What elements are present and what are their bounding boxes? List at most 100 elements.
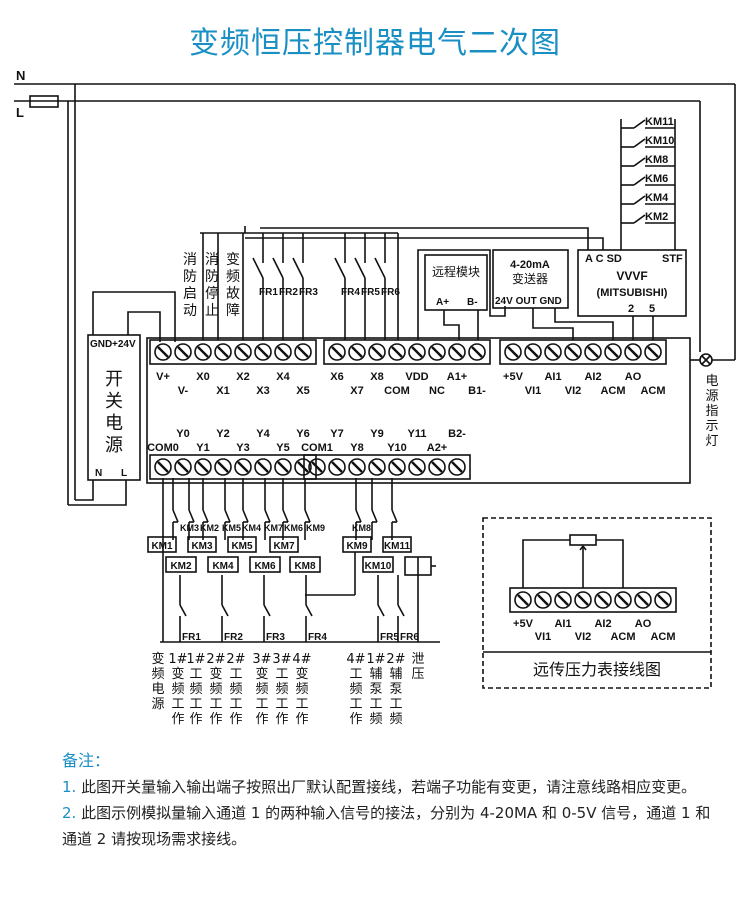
screw-slot	[257, 461, 269, 473]
screw-terminal	[448, 343, 466, 361]
label-char: 1#	[168, 652, 187, 667]
screw-slot	[237, 346, 249, 358]
screw-terminal	[554, 591, 572, 609]
interlock-label: KM9	[306, 523, 325, 533]
overload-contact	[221, 604, 229, 617]
terminal-label: B2-	[448, 428, 466, 440]
terminal-label: Y5	[276, 442, 289, 454]
vvvf-pin5: 5	[649, 303, 655, 315]
label-char: 频	[275, 682, 288, 697]
transmitter-4-20ma	[492, 249, 569, 309]
screw-slot	[647, 346, 659, 358]
screw-slot	[607, 346, 619, 358]
wire-psu-l	[68, 480, 127, 506]
screw-terminal	[368, 343, 386, 361]
fuse	[29, 95, 59, 108]
terminal-label: AI1	[554, 618, 571, 630]
label-char: 变	[151, 651, 164, 667]
no-contact	[633, 157, 646, 167]
overload-contact	[263, 604, 271, 617]
screw-slot	[257, 346, 269, 358]
terminal-label: X7	[350, 385, 363, 397]
terminal-label: AI1	[544, 371, 561, 383]
wire	[582, 545, 587, 551]
terminal-label: AI2	[584, 371, 601, 383]
transmitter-pins: 24V OUT GND	[495, 296, 562, 307]
km-contact-label: KM10	[645, 135, 674, 147]
label-char: 电	[151, 682, 164, 697]
interlock-contact	[242, 509, 249, 523]
coil-label: KM9	[346, 541, 368, 552]
label-char: 示	[705, 419, 718, 434]
screw-slot	[237, 461, 249, 473]
screw-slot	[177, 346, 189, 358]
transmitter-line1: 4-20mA	[510, 259, 550, 271]
terminal-label: X8	[370, 371, 383, 383]
terminal-label: X0	[196, 371, 209, 383]
lamp-x	[701, 355, 711, 365]
terminal-block-frame	[149, 339, 317, 365]
coil-label: KM4	[212, 561, 234, 572]
wire-a1	[443, 310, 460, 340]
screw-terminal	[274, 343, 292, 361]
vvvf-brand: (MITSUBISHI)	[597, 287, 668, 299]
terminal-label: COM1	[301, 442, 333, 454]
screw-terminal	[584, 343, 602, 361]
n-line-label: N	[16, 68, 25, 83]
screw-terminal	[388, 343, 406, 361]
inset-title: 远传压力表接线图	[533, 660, 661, 679]
fr-bottom-label: FR2	[224, 632, 243, 643]
label-char: 防	[183, 269, 197, 285]
terminal-block-bottom-block1	[149, 454, 317, 480]
terminal-label: COM0	[147, 442, 179, 454]
screw-slot	[577, 594, 589, 606]
terminal-label: ACM	[610, 631, 635, 643]
note-text: 此图示例模拟量输入通道 1 的两种输入信号的接法，分别为 4-20MA 和 0-…	[62, 804, 711, 848]
screw-slot	[331, 346, 343, 358]
label-char: 防	[205, 269, 219, 285]
screw-slot	[157, 346, 169, 358]
screw-terminal	[564, 343, 582, 361]
terminal-label: +5V	[513, 618, 534, 630]
terminal-label: X3	[256, 385, 269, 397]
label-char: 工	[229, 667, 242, 682]
no-contact	[633, 138, 646, 148]
terminal-label: V+	[156, 371, 170, 383]
label-char: 故	[226, 286, 240, 302]
terminal-label: X5	[296, 385, 309, 397]
screw-terminal	[254, 458, 272, 476]
terminal-label: X6	[330, 371, 343, 383]
no-contact	[633, 176, 646, 186]
terminal-label: V-	[178, 385, 189, 397]
label-char: 作	[255, 712, 268, 727]
notes-heading: 备注：	[62, 751, 111, 770]
terminal-label: X4	[276, 371, 290, 383]
screw-slot	[537, 594, 549, 606]
wire-gnd	[92, 291, 176, 342]
coil-label: KM1	[151, 541, 173, 552]
label-char: 关	[105, 391, 123, 412]
fr-label: FR1	[259, 287, 278, 298]
label-char: 频	[295, 682, 308, 697]
interlock-contact	[355, 509, 362, 523]
wire-a	[260, 227, 589, 250]
screw-slot	[371, 461, 383, 473]
wire-c	[245, 237, 604, 250]
interlock-contact	[224, 509, 231, 523]
terminal-label: COM	[384, 385, 410, 397]
screw-terminal	[524, 343, 542, 361]
terminal-label: Y1	[196, 442, 209, 454]
screw-slot	[557, 594, 569, 606]
screw-terminal	[428, 343, 446, 361]
screw-slot	[371, 346, 383, 358]
km-contact-label: KM4	[645, 192, 669, 204]
switch-power-supply	[87, 334, 141, 481]
screw-slot	[351, 346, 363, 358]
label-char: 源	[705, 389, 718, 404]
terminal-label: VI1	[535, 631, 552, 643]
screw-terminal	[348, 343, 366, 361]
